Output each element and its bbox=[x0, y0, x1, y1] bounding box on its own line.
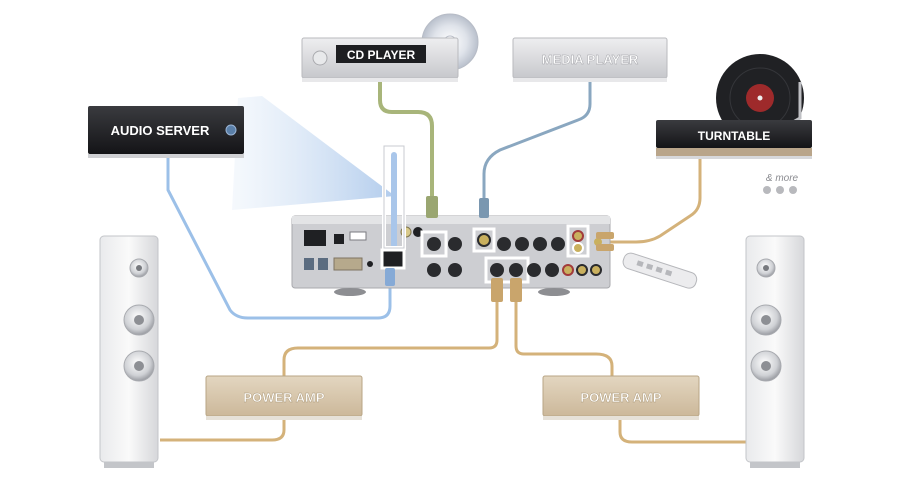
wifi-antenna bbox=[391, 152, 397, 248]
left-output-plug bbox=[491, 278, 503, 302]
media-cable-plug bbox=[479, 198, 489, 218]
left-speaker-cable bbox=[160, 416, 286, 442]
media-player-cable bbox=[482, 80, 592, 205]
network-cable-plug bbox=[385, 268, 395, 286]
more-dot-3 bbox=[789, 186, 797, 194]
media-player: MEDIA PLAYER bbox=[512, 37, 668, 82]
turntable-cable bbox=[606, 152, 702, 244]
media-player-label: MEDIA PLAYER bbox=[542, 52, 639, 67]
cables bbox=[160, 80, 748, 444]
power-amp-right: POWER AMP bbox=[542, 375, 700, 420]
audio-server: AUDIO SERVER bbox=[88, 106, 244, 158]
right-amp-input-cable bbox=[514, 300, 614, 376]
cd-player-label: CD PLAYER bbox=[347, 48, 416, 62]
more-dot-2 bbox=[776, 186, 784, 194]
xlr-output-right bbox=[509, 263, 523, 277]
turntable: TURNTABLE & more bbox=[656, 54, 812, 194]
ethernet-port bbox=[380, 248, 406, 270]
preamp-unit bbox=[291, 144, 611, 296]
power-amp-right-label: POWER AMP bbox=[580, 390, 661, 405]
phono-plug-top bbox=[596, 232, 614, 239]
more-dot-1 bbox=[763, 186, 771, 194]
cd-cable-plug bbox=[426, 196, 438, 218]
cd-player-cable bbox=[378, 80, 434, 205]
remote-control bbox=[622, 252, 698, 289]
phono-plug-bottom bbox=[596, 244, 614, 251]
phono-input-right bbox=[572, 242, 584, 254]
left-speaker bbox=[99, 235, 159, 468]
phono-input-left bbox=[572, 230, 584, 242]
coax-input bbox=[477, 233, 491, 247]
wireless-beam bbox=[232, 96, 395, 210]
turntable-label: TURNTABLE bbox=[698, 129, 770, 143]
power-inlet bbox=[304, 230, 326, 246]
power-amp-left-label: POWER AMP bbox=[243, 390, 324, 405]
power-amp-left: POWER AMP bbox=[205, 375, 363, 420]
audio-server-label: AUDIO SERVER bbox=[111, 123, 210, 138]
right-speaker-cable bbox=[618, 416, 748, 444]
audio-server-power-icon bbox=[225, 124, 237, 136]
more-sources-label: & more bbox=[766, 173, 799, 184]
right-speaker bbox=[745, 235, 805, 468]
xlr-input-1 bbox=[427, 237, 441, 251]
audio-server-cable bbox=[166, 155, 392, 320]
cd-player: CD PLAYER bbox=[301, 13, 479, 82]
left-amp-input-cable bbox=[282, 300, 499, 376]
xlr-output-left bbox=[490, 263, 504, 277]
right-output-plug bbox=[510, 278, 522, 302]
